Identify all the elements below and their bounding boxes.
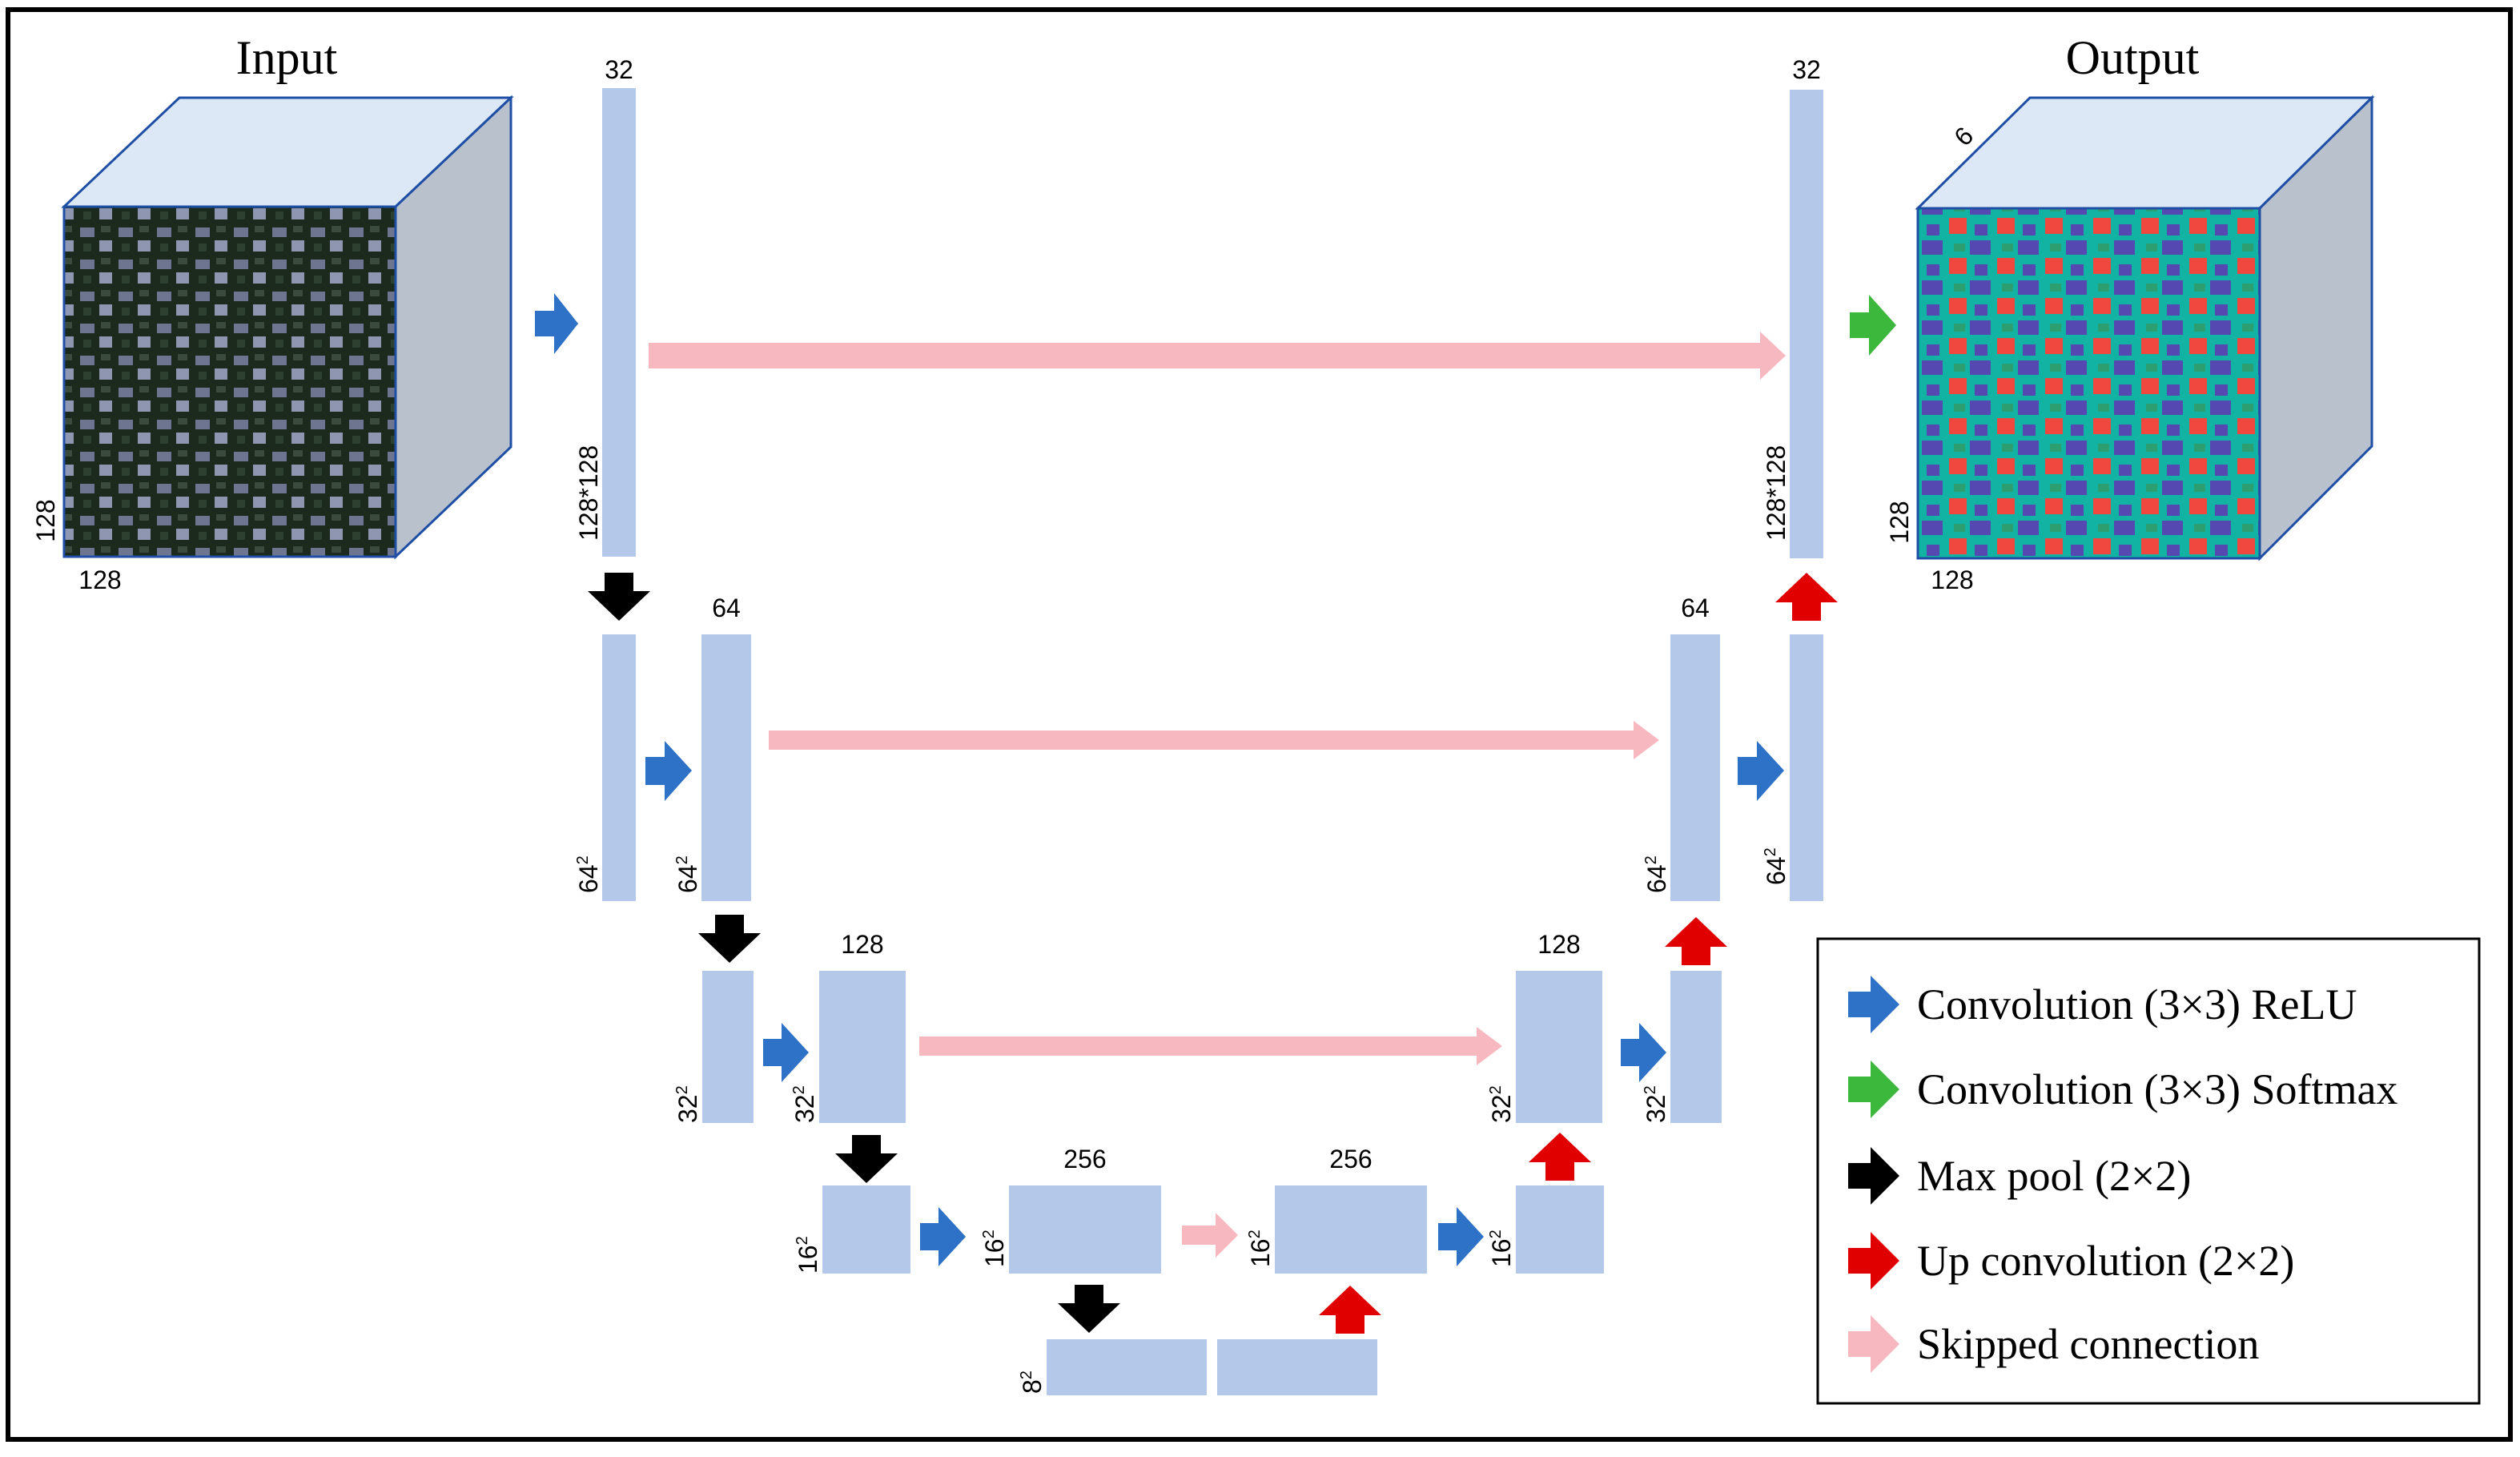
input-width-label: 128	[78, 565, 121, 594]
conv-arrow-enc2	[645, 741, 692, 801]
enc1-channels: 32	[605, 55, 633, 84]
dec4-block	[1275, 1185, 1427, 1274]
legend-label-conv: Convolution (3×3) ReLU	[1917, 980, 2357, 1028]
legend-item-maxpool: Max pool (2×2)	[1848, 1147, 2191, 1205]
enc2-pool-block	[602, 634, 636, 901]
enc4-pool-size: 162	[794, 1236, 822, 1274]
enc1-size: 128*128	[574, 445, 603, 541]
blue-arrow-icon	[1848, 976, 1899, 1033]
dec2-block	[1670, 634, 1720, 901]
skip-arrow-level2	[769, 721, 1659, 759]
dec4-up-size: 162	[1487, 1230, 1516, 1267]
upconv-arrow-2	[1529, 1133, 1591, 1181]
skip-arrow-level4	[1182, 1213, 1238, 1258]
dec1-size: 128*128	[1762, 445, 1791, 541]
enc3-pool-size: 322	[673, 1085, 702, 1123]
legend-label-softmax: Convolution (3×3) Softmax	[1917, 1065, 2397, 1113]
feature-maps	[602, 88, 1823, 1395]
enc3-size: 322	[790, 1085, 819, 1123]
enc3-block	[819, 971, 906, 1123]
dec3-up-block	[1670, 971, 1722, 1123]
output-depth-label: 6	[1948, 121, 1979, 151]
bottleneck-block-a	[1047, 1339, 1207, 1395]
conv-arrow-enc4	[920, 1207, 966, 1266]
dec3-size: 322	[1487, 1085, 1516, 1123]
upconv-arrow-1	[1319, 1286, 1381, 1334]
bottleneck-block-b	[1217, 1339, 1377, 1395]
legend-label-maxpool: Max pool (2×2)	[1917, 1152, 2191, 1200]
dec1-channels: 32	[1792, 55, 1821, 84]
output-height-label: 128	[1885, 501, 1914, 543]
figure-frame	[6, 7, 2513, 1442]
green-arrow-icon	[1848, 1061, 1899, 1118]
legend-item-conv: Convolution (3×3) ReLU	[1848, 976, 2357, 1033]
dec1-block	[1790, 90, 1823, 558]
channel-labels: 32 32 64 64 128 128 256 256	[605, 55, 1821, 1173]
conv-arrows	[535, 293, 1784, 1266]
skip-arrow-level3	[919, 1027, 1502, 1065]
enc4-size: 162	[980, 1230, 1009, 1267]
enc3-pool-block	[702, 971, 754, 1123]
skip-arrow-level1	[649, 332, 1786, 380]
legend-item-skip: Skipped connection	[1848, 1315, 2259, 1373]
size-labels: 128*128 128*128 642 642 642 642 322 322 …	[574, 445, 1791, 1394]
upconv-arrow-4	[1775, 573, 1838, 621]
upconv-arrow-3	[1665, 917, 1727, 965]
pool-arrow-3	[835, 1135, 898, 1183]
output-segmentation-map	[1916, 207, 2261, 560]
dec2-up-size: 642	[1762, 847, 1791, 885]
legend-item-softmax: Convolution (3×3) Softmax	[1848, 1061, 2397, 1118]
enc2-block	[701, 634, 751, 901]
legend-label-skip: Skipped connection	[1917, 1320, 2259, 1368]
output-cube: 6 128 128	[1885, 95, 2375, 594]
output-title: Output	[2066, 31, 2200, 84]
conv-arrow-input	[535, 293, 578, 354]
dec2-channels: 64	[1681, 594, 1710, 622]
enc4-channels: 256	[1063, 1145, 1106, 1173]
input-height-label: 128	[31, 499, 60, 541]
enc2-channels: 64	[712, 594, 741, 622]
enc4-block	[1009, 1185, 1161, 1274]
bottleneck-size: 82	[1018, 1370, 1047, 1394]
pool-arrow-1	[588, 573, 650, 621]
dec2-up-block	[1790, 634, 1823, 901]
softmax-arrow	[1850, 295, 1896, 356]
enc2-pool-size: 642	[574, 855, 603, 893]
legend: Convolution (3×3) ReLU Convolution (3×3)…	[1816, 937, 2481, 1405]
output-width-label: 128	[1931, 565, 1973, 594]
pink-arrow-icon	[1848, 1315, 1899, 1373]
legend-label-upconv: Up convolution (2×2)	[1917, 1237, 2294, 1285]
conv-arrow-dec4	[1438, 1207, 1484, 1266]
pool-arrow-2	[698, 915, 761, 963]
legend-item-upconv: Up convolution (2×2)	[1848, 1232, 2294, 1290]
input-satellite-image	[62, 205, 397, 558]
dec4-channels: 256	[1329, 1145, 1372, 1173]
enc4-pool-block	[822, 1185, 910, 1274]
dec3-channels: 128	[1537, 930, 1580, 959]
dec2-size: 642	[1642, 855, 1671, 893]
black-arrow-icon	[1848, 1147, 1899, 1205]
enc1-block	[602, 88, 636, 557]
dec3-block	[1516, 971, 1602, 1123]
skip-connections	[649, 332, 1786, 1258]
input-cube: 128 128	[31, 95, 514, 594]
pool-arrows	[588, 573, 1120, 1333]
legend-box	[1816, 937, 2481, 1405]
dec3-up-size: 322	[1642, 1085, 1670, 1123]
enc3-channels: 128	[841, 930, 883, 959]
red-arrow-icon	[1848, 1232, 1899, 1290]
dec4-size: 162	[1246, 1230, 1275, 1267]
input-title: Input	[236, 31, 338, 84]
upconv-arrows	[1319, 573, 1838, 1334]
conv-arrow-enc3	[763, 1023, 809, 1082]
conv-arrow-dec3	[1621, 1023, 1666, 1082]
enc2-size: 642	[673, 855, 702, 893]
pool-arrow-4	[1058, 1285, 1120, 1333]
conv-arrow-dec2	[1738, 741, 1784, 801]
dec4-up-block	[1516, 1185, 1604, 1274]
